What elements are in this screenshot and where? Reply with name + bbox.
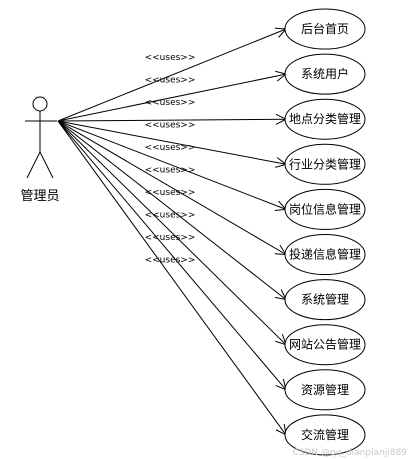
association-line (57, 120, 287, 391)
uses-label: <<uses>> (145, 211, 196, 221)
use-case-ellipse[interactable] (284, 279, 366, 321)
use-case-label: 交流管理 (301, 427, 349, 442)
association-line (57, 28, 287, 122)
use-case-ellipse[interactable] (284, 324, 366, 366)
use-case-label: 系统用户 (301, 66, 349, 81)
association-line (57, 120, 287, 165)
use-case-ellipse[interactable] (284, 369, 366, 411)
uses-label: <<uses>> (145, 256, 196, 266)
association-line (57, 73, 287, 122)
actor-head (32, 96, 48, 112)
uses-label: <<uses>> (145, 188, 196, 198)
use-case-ellipse[interactable] (284, 53, 366, 95)
uses-label: <<uses>> (145, 166, 196, 176)
uses-label: <<uses>> (145, 233, 196, 243)
use-case-ellipse[interactable] (284, 414, 366, 456)
uses-label: <<uses>> (145, 53, 196, 63)
use-case-label: 后台首页 (301, 21, 349, 36)
association-lines (57, 27, 288, 436)
uses-label: <<uses>> (145, 121, 196, 131)
watermark-text: CSDN @qq_dianpianji889 (293, 448, 408, 458)
association-line (57, 118, 287, 122)
use-case-label: 地点分类管理 (289, 111, 361, 126)
association-line (57, 120, 287, 300)
association-line (57, 120, 287, 255)
uses-label: <<uses>> (145, 98, 196, 108)
use-case-label: 资源管理 (301, 382, 349, 397)
use-case-label: 系统管理 (301, 292, 349, 307)
use-case-label: 网站公告管理 (289, 337, 361, 352)
use-case-label: 岗位信息管理 (289, 201, 361, 216)
association-line (57, 120, 287, 210)
uses-label: <<uses>> (145, 76, 196, 86)
actor-left-leg (26, 151, 41, 179)
uses-labels: <<uses>> <<uses>> <<uses>> <<uses>> <<uses>>… (145, 53, 196, 266)
use-case-label: 投递信息管理 (289, 247, 361, 262)
use-case-ellipse[interactable] (284, 234, 366, 275)
use-case-ellipse[interactable] (284, 143, 366, 185)
use-case-label: 行业分类管理 (289, 156, 361, 171)
association-line (57, 120, 287, 436)
actor-label: 管理员 (20, 189, 59, 204)
uses-label: <<uses>> (145, 143, 196, 153)
use-case-ellipse[interactable] (284, 188, 366, 230)
actor-figure (25, 96, 57, 179)
actor-right-leg (39, 151, 54, 179)
use-case-ellipse[interactable] (284, 98, 366, 140)
use-case-ellipse[interactable] (284, 8, 366, 50)
association-line (57, 120, 287, 346)
use-case-group: 后台首页系统用户地点分类管理行业分类管理岗位信息管理投递信息管理系统管理网站公告… (284, 8, 366, 456)
